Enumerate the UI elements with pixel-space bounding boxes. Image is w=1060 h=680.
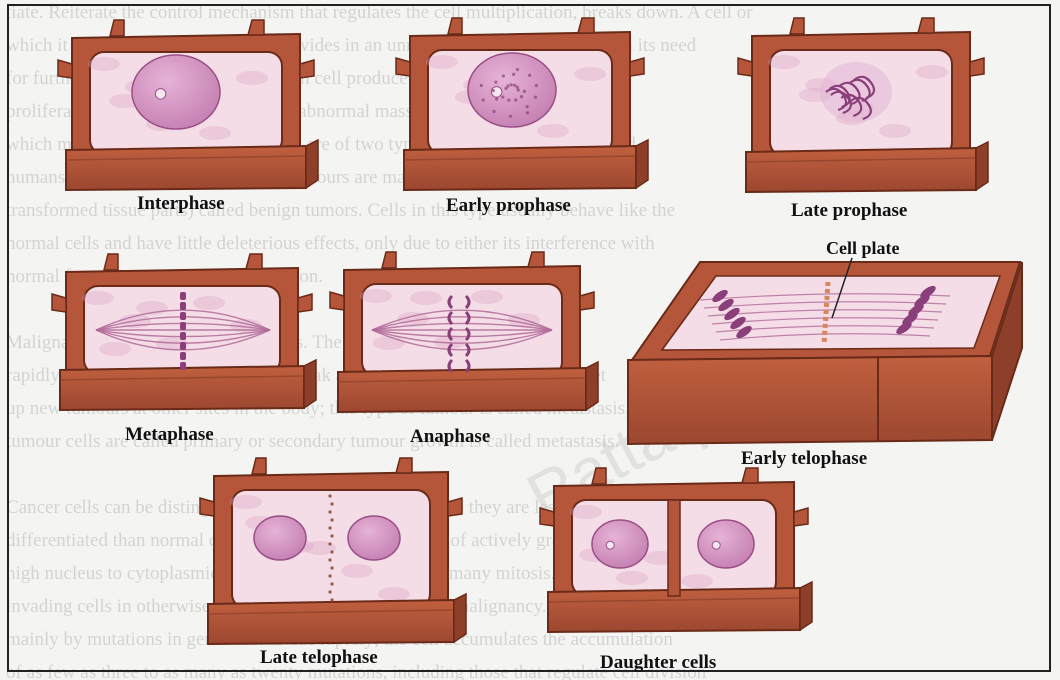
cell-late-telophase — [200, 458, 466, 644]
label-anaphase: Anaphase — [410, 426, 490, 448]
cell-anaphase — [330, 252, 598, 412]
cell-early-prophase — [396, 18, 648, 190]
label-cell-plate: Cell plate — [826, 238, 900, 259]
cell-late-prophase — [738, 18, 988, 192]
cell-early-telophase — [628, 258, 1022, 444]
cell-metaphase — [52, 254, 316, 410]
label-metaphase: Metaphase — [125, 424, 214, 446]
label-late-telophase: Late telophase — [260, 647, 378, 669]
cell-daughter-cells — [540, 468, 812, 632]
label-early-telophase: Early telophase — [741, 448, 867, 470]
cell-interphase — [58, 20, 318, 190]
label-daughter-cells: Daughter cells — [600, 652, 716, 674]
label-early-prophase: Early prophase — [446, 195, 571, 217]
label-late-prophase: Late prophase — [791, 200, 907, 222]
label-interphase: Interphase — [137, 193, 225, 215]
